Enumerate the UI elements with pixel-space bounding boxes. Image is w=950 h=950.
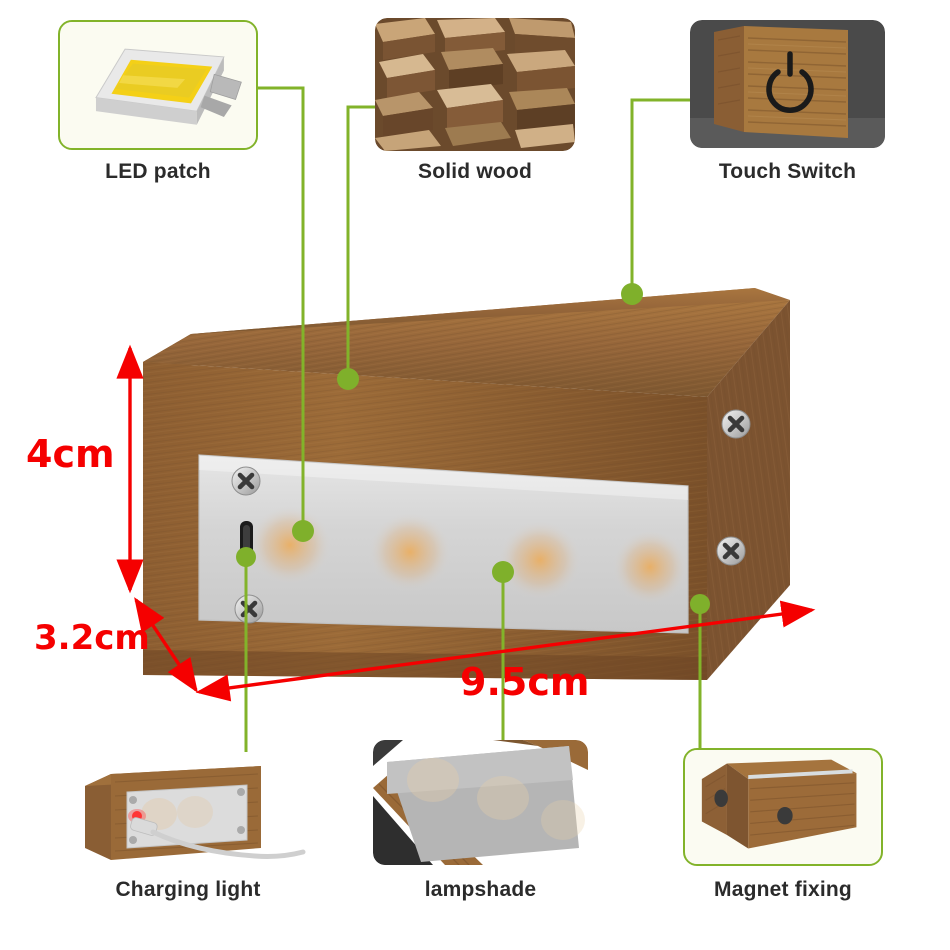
led-glow-3 bbox=[498, 520, 582, 600]
magnet-dot-2 bbox=[777, 807, 793, 825]
callout-solid-wood[interactable] bbox=[375, 18, 575, 151]
dimension-label-depth: 3.2cm bbox=[34, 618, 150, 658]
arrow-width-9-5cm bbox=[195, 600, 816, 702]
leader-led-patch bbox=[258, 86, 305, 531]
screw-top-left bbox=[231, 466, 261, 496]
lamp-right-grain bbox=[707, 300, 790, 680]
lamp-diffuser-panel bbox=[198, 454, 689, 634]
dimension-label-width: 9.5cm bbox=[460, 660, 590, 704]
dot-touch-switch bbox=[621, 283, 643, 305]
callout-led-patch[interactable] bbox=[58, 20, 258, 150]
leader-touch-switch bbox=[630, 98, 690, 294]
power-icon bbox=[766, 51, 814, 113]
magnet-fixing-photo bbox=[686, 750, 880, 864]
led-smd-chip-icon bbox=[61, 22, 255, 148]
screw-top-right bbox=[721, 409, 751, 439]
led-glow-4 bbox=[612, 529, 688, 605]
callout-label-solid-wood: Solid wood bbox=[418, 160, 532, 183]
arrow-depth-3-2cm bbox=[134, 597, 198, 693]
callout-touch-switch[interactable] bbox=[690, 20, 885, 148]
screw-bottom-left bbox=[234, 594, 264, 624]
callout-label-charging-light: Charging light bbox=[115, 878, 261, 901]
leader-solid-wood bbox=[346, 105, 375, 379]
dot-magnet-fixing bbox=[690, 594, 710, 614]
callout-magnet-fixing[interactable] bbox=[683, 748, 883, 866]
callout-label-lampshade: lampshade bbox=[424, 878, 537, 901]
led-glow-2 bbox=[368, 512, 452, 592]
lamp-top-grain bbox=[143, 300, 790, 397]
touch-switch-photo bbox=[690, 20, 885, 148]
callout-lampshade[interactable] bbox=[373, 740, 588, 865]
dot-lampshade bbox=[492, 561, 514, 583]
product-lamp bbox=[143, 288, 790, 680]
stacked-lumber-icon bbox=[375, 18, 575, 151]
callout-label-touch-switch: Touch Switch bbox=[718, 160, 857, 183]
diffuser-highlight bbox=[199, 455, 688, 500]
magnet-dot-1 bbox=[714, 789, 728, 807]
dot-charging-light bbox=[236, 547, 256, 567]
lampshade-closeup bbox=[373, 740, 588, 865]
usb-cable bbox=[150, 829, 306, 859]
dimension-arrows bbox=[116, 344, 816, 702]
dot-solid-wood bbox=[337, 368, 359, 390]
charging-light-photo bbox=[75, 752, 310, 877]
dimension-label-height: 4cm bbox=[26, 432, 115, 476]
screw-bottom-right bbox=[716, 536, 746, 566]
callout-label-led-patch: LED patch bbox=[105, 160, 211, 183]
dot-led-patch bbox=[292, 520, 314, 542]
led-glow-1 bbox=[248, 505, 332, 585]
callout-label-magnet-fixing: Magnet fixing bbox=[714, 878, 852, 901]
callout-charging-light[interactable] bbox=[75, 752, 310, 877]
